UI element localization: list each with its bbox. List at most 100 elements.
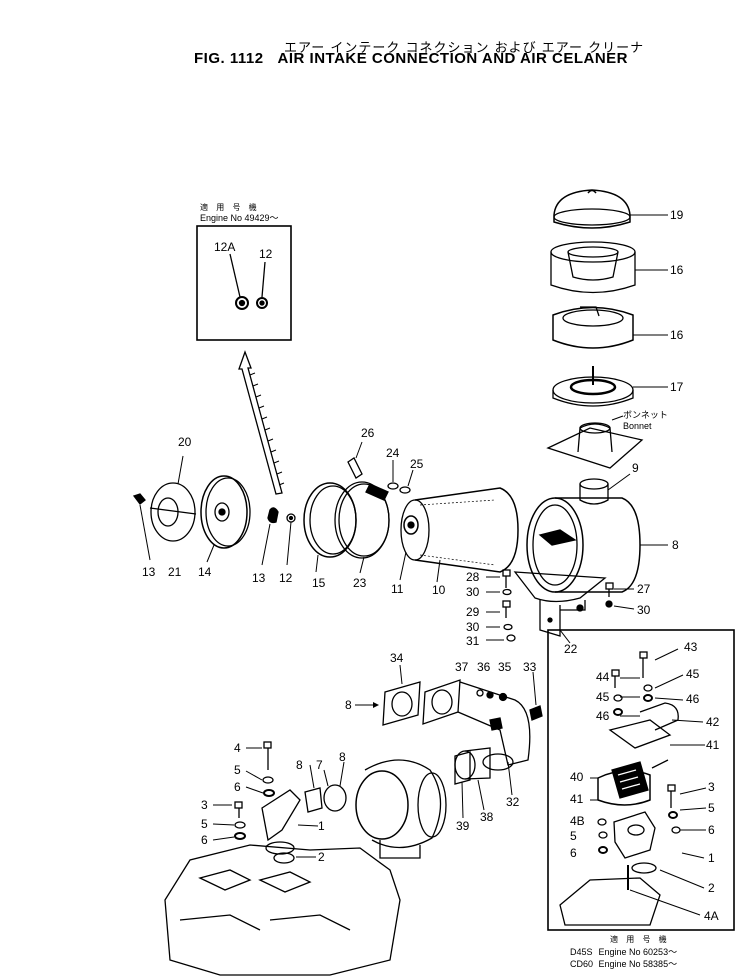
clamp-23	[334, 481, 390, 574]
callout-40: 40	[570, 770, 584, 784]
bolt-stack-left	[486, 569, 516, 642]
callout-41b: 41	[570, 792, 584, 806]
callout-17: 17	[670, 380, 684, 394]
hose-38-39	[454, 747, 491, 819]
callout-2b: 2	[708, 881, 715, 895]
japanese-title: エアー インテーク コネクション および エアー クリーナ	[284, 41, 645, 56]
callout-8b: 8	[345, 698, 352, 712]
cover-14	[200, 475, 251, 563]
callout-labels: 19 16 16 17 9 8 20 26 24 25 13 21 14 13 …	[142, 208, 720, 923]
inset-label-12a: 12A	[214, 240, 235, 254]
callout-37: 37	[455, 660, 469, 674]
seal-12	[286, 513, 296, 566]
wingnut-13b	[261, 507, 279, 566]
callout-42: 42	[706, 715, 720, 729]
callout-5d: 5	[570, 829, 577, 843]
callout-8d: 8	[339, 750, 346, 764]
callout-12: 12	[279, 571, 293, 585]
clip-33	[529, 671, 543, 721]
callout-4c: 4A	[704, 909, 719, 923]
callout-45a: 45	[686, 667, 700, 681]
gasket-34	[355, 664, 421, 726]
engine-block	[164, 844, 401, 976]
washers-24-25	[387, 460, 414, 494]
callout-46a: 46	[686, 692, 700, 706]
inset-kanji: 適 用 号 機	[200, 203, 260, 212]
callout-24: 24	[386, 446, 400, 460]
callout-7: 7	[316, 758, 323, 772]
bolt-stack-right	[605, 582, 635, 610]
callout-1b: 1	[708, 851, 715, 865]
nut-13a	[132, 493, 151, 561]
callout-5c: 5	[708, 801, 715, 815]
callout-16a: 16	[670, 263, 684, 277]
callout-1a: 1	[318, 819, 325, 833]
elbow-32	[422, 679, 531, 796]
turbocharger	[355, 759, 447, 859]
callout-3a: 3	[201, 798, 208, 812]
callout-5a: 5	[234, 763, 241, 777]
callout-6d: 6	[570, 846, 577, 860]
reference-arrow	[238, 350, 285, 495]
callout-9: 9	[632, 461, 639, 475]
precleaner-16	[550, 241, 668, 294]
callout-2a: 2	[318, 850, 325, 864]
callout-32: 32	[506, 795, 520, 809]
callout-30a: 30	[466, 585, 480, 599]
callout-14: 14	[198, 565, 212, 579]
inset-box: 12A 12	[196, 225, 292, 341]
callout-11: 11	[391, 582, 404, 596]
filter-10	[399, 487, 519, 583]
callout-39: 39	[456, 819, 470, 833]
callout-19: 19	[670, 208, 684, 222]
element-17	[552, 366, 668, 407]
bolt-26	[347, 441, 363, 479]
inset-engine-range: Engine No 49429～	[200, 213, 279, 223]
oring-2a	[273, 852, 316, 864]
bracket-22	[513, 571, 607, 644]
callout-27: 27	[637, 582, 651, 596]
footer-kanji: 適 用 号 機	[610, 935, 670, 944]
callout-15: 15	[312, 576, 326, 590]
inset-label-12: 12	[259, 247, 273, 261]
figure-number: FIG. 1112	[194, 50, 264, 67]
gasket-15	[303, 482, 357, 573]
applicability-footer: 適 用 号 機 D45S Engine No 60253～ CD60 Engin…	[570, 934, 677, 970]
callout-35: 35	[498, 660, 512, 674]
footer-row-d45s: D45S Engine No 60253～	[570, 946, 677, 958]
footer-engine-range: Engine No 58385～	[598, 959, 678, 969]
callout-6c: 6	[708, 823, 715, 837]
callout-34: 34	[390, 651, 404, 665]
hose-7-8	[304, 761, 347, 813]
nuts-37-36-35	[476, 689, 508, 702]
callout-38: 38	[480, 810, 494, 824]
ring-16	[552, 306, 668, 349]
callout-13a: 13	[142, 565, 156, 579]
cleaner-body-9	[526, 473, 668, 593]
callout-44: 44	[596, 670, 610, 684]
callout-21: 21	[168, 565, 182, 579]
bonnet-label: Bonnet	[623, 421, 652, 431]
callout-29: 29	[466, 605, 480, 619]
callout-16b: 16	[670, 328, 684, 342]
elbow-1a	[261, 789, 319, 855]
inset-note: 適 用 号 機 Engine No 49429～	[200, 202, 279, 224]
bonnet-kana: ボンネット	[623, 410, 668, 420]
callout-5b: 5	[201, 817, 208, 831]
callout-45b: 45	[596, 690, 610, 704]
bolts-left-4-5-6	[212, 741, 275, 841]
callout-30b: 30	[466, 620, 480, 634]
callout-8a: 8	[672, 538, 679, 552]
footer-row-cd60: CD60 Engine No 58385～	[570, 958, 677, 970]
footer-model: D45S	[570, 947, 593, 957]
callout-4a: 4	[234, 741, 241, 755]
bonnet-plate	[546, 415, 644, 469]
callout-20: 20	[178, 435, 192, 449]
callout-43: 43	[684, 640, 698, 654]
callout-28: 28	[466, 570, 480, 584]
callout-26: 26	[361, 426, 375, 440]
callout-22: 22	[564, 642, 578, 656]
washer-20	[149, 455, 197, 542]
